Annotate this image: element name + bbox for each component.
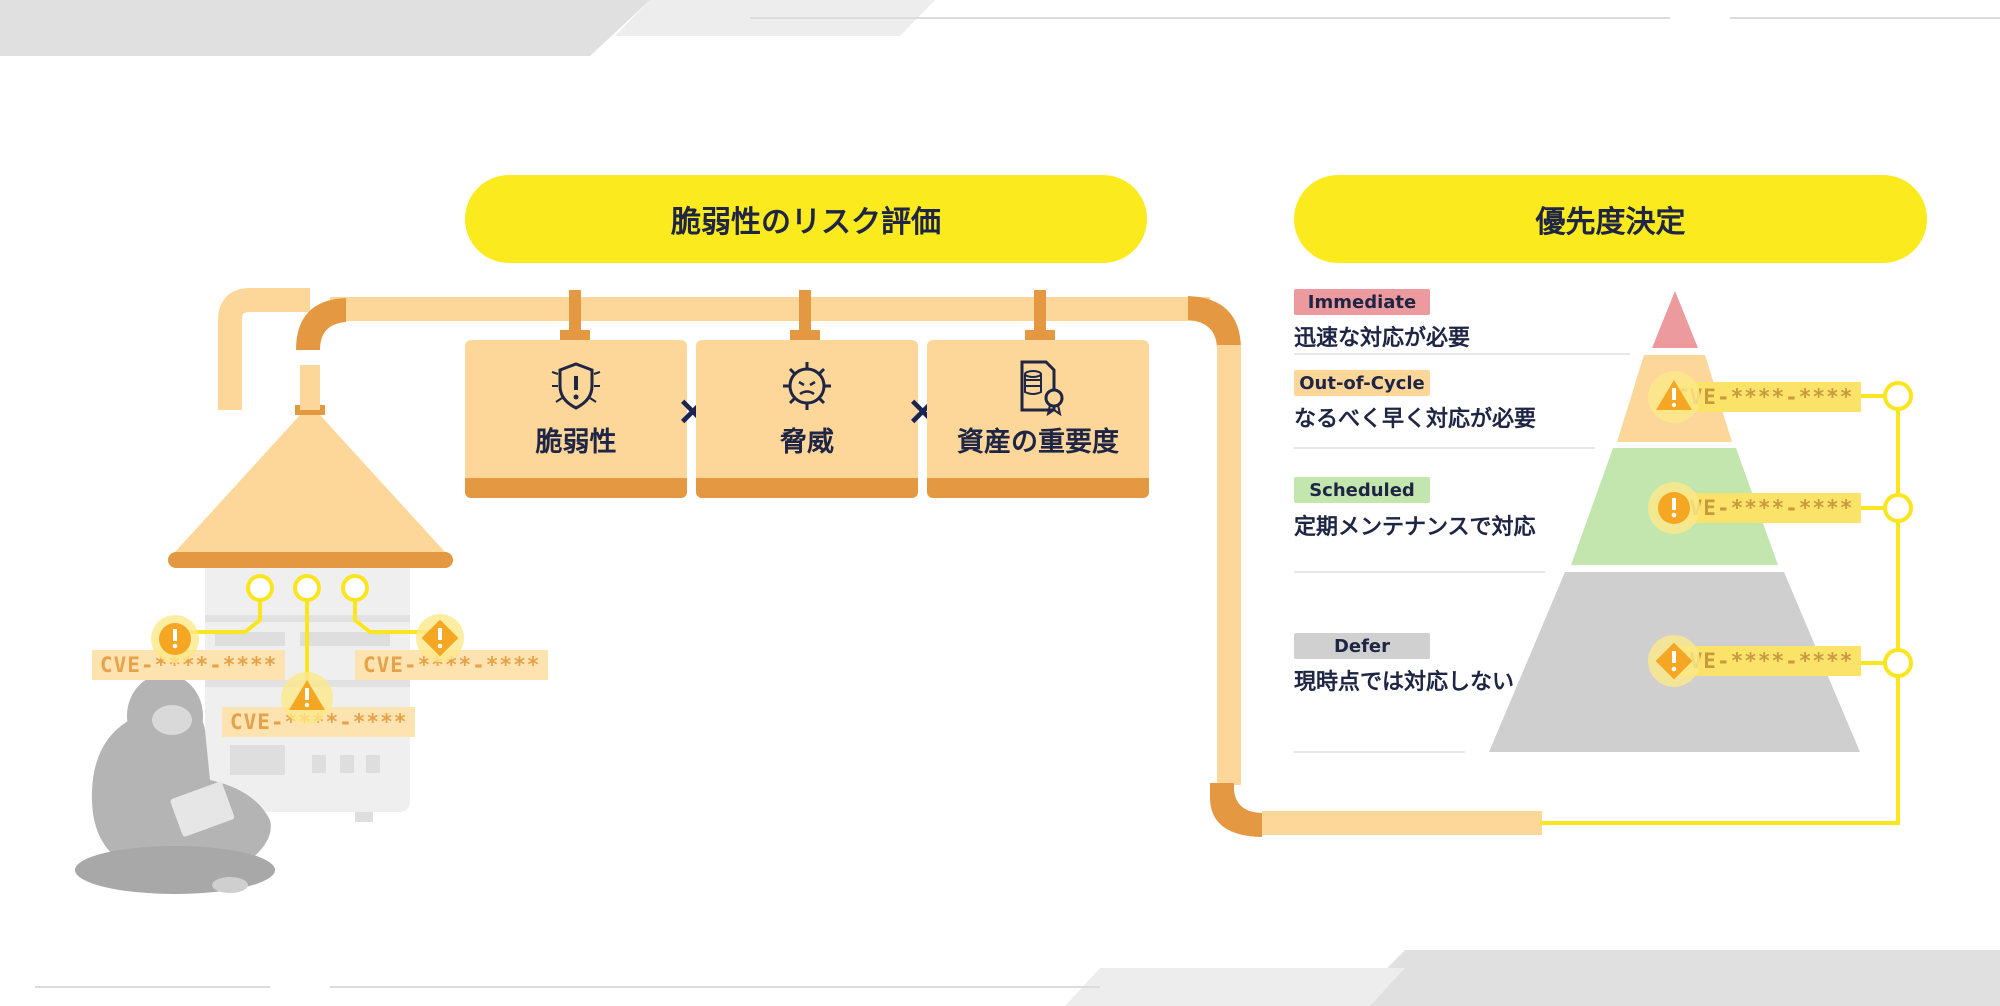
- pipe-bottom: [1262, 811, 1542, 835]
- hood-funnel: [175, 415, 445, 552]
- factor-card-vulnerability: 脆弱性: [465, 340, 687, 498]
- priority-desc-immediate: 迅速な対応が必要: [1294, 326, 1471, 351]
- pyramid-immediate: [1652, 291, 1698, 348]
- factor-label: 資産の重要度: [957, 427, 1119, 458]
- cve-label: CVE-****-****: [222, 707, 416, 737]
- priority-tag-scheduled: Scheduled: [1294, 477, 1430, 503]
- pipe-top: [330, 297, 1210, 321]
- factor-card-threat: 脅威: [696, 340, 918, 498]
- factor-label: 脅威: [780, 427, 834, 458]
- cve-label: CVE-****-****: [1668, 493, 1862, 523]
- priority-title: 優先度決定: [1294, 175, 1927, 263]
- risk-evaluation-title: 脆弱性のリスク評価: [465, 175, 1147, 263]
- priority-tag-defer: Defer: [1294, 633, 1430, 659]
- cve-label: CVE-****-****: [355, 650, 549, 680]
- factor-card-asset: 資産の重要度: [927, 340, 1149, 498]
- cve-label: CVE-****-****: [92, 650, 286, 680]
- shield-vulnerability-icon: [546, 358, 606, 418]
- top-left-decoration: [0, 0, 650, 56]
- factor-label: 脆弱性: [535, 427, 617, 458]
- cve-label: CVE-****-****: [1668, 646, 1862, 676]
- bottom-right-decoration: [1350, 950, 2000, 1006]
- priority-desc-defer: 現時点では対応しない: [1294, 670, 1515, 695]
- virus-threat-icon: [777, 358, 837, 418]
- cve-label: CVE-****-****: [1668, 382, 1862, 412]
- priority-tag-immediate: Immediate: [1294, 289, 1430, 315]
- priority-tag-out-of-cycle: Out-of-Cycle: [1294, 370, 1430, 396]
- asset-document-icon: [1006, 358, 1070, 420]
- pipe-vertical: [1217, 345, 1241, 785]
- priority-desc-out-of-cycle: なるべく早く対応が必要: [1294, 407, 1537, 432]
- priority-desc-scheduled: 定期メンテナンスで対応: [1294, 515, 1536, 540]
